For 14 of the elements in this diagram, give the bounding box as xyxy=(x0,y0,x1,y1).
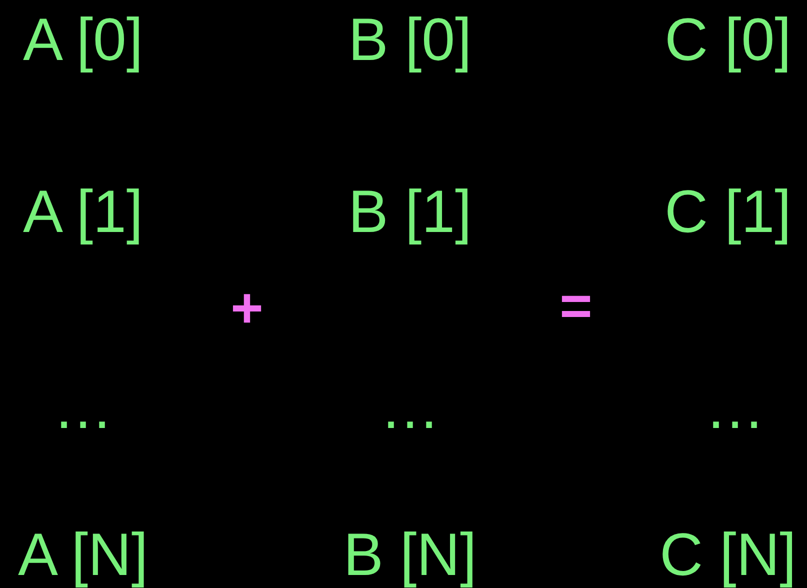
array-element-label: B [N] xyxy=(343,525,477,585)
array-element-label: C [1] xyxy=(664,182,792,242)
array-element-label: A [0] xyxy=(22,10,144,70)
array-element-label: A [1] xyxy=(22,182,144,242)
array-element-label: A [N] xyxy=(18,525,148,585)
array-element-label: C [0] xyxy=(664,10,792,70)
array-element-label: B [0] xyxy=(348,10,472,70)
ellipsis-text: … xyxy=(380,378,440,438)
operator-symbol: = xyxy=(560,278,592,334)
array-element-label: B [1] xyxy=(348,182,472,242)
ellipsis-text: … xyxy=(705,378,765,438)
operator-symbol: + xyxy=(230,280,264,336)
ellipsis-text: … xyxy=(53,378,113,438)
array-element-label: C [N] xyxy=(660,525,796,585)
